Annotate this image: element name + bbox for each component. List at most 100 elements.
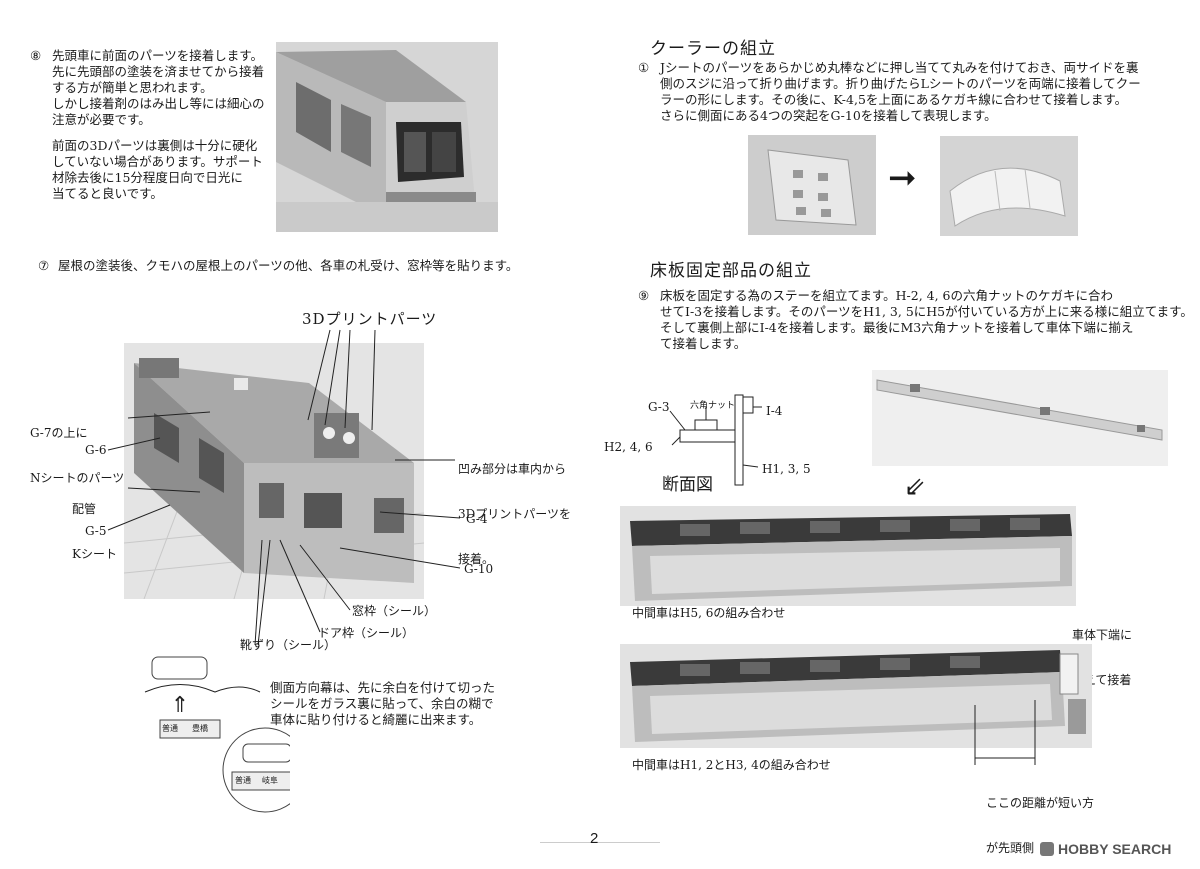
leader-line: [127, 487, 201, 493]
leader-line: [107, 504, 171, 531]
label-g3: G-3: [648, 400, 670, 414]
floor-heading: 床板固定部品の組立: [650, 261, 812, 281]
distance-markers: [974, 700, 1036, 765]
leader-line: [279, 539, 321, 633]
step1-text: Jシートのパーツをあらかじめ丸棒などに押し当てて丸みを付けておき、両サイドを裏 …: [660, 60, 1141, 124]
diagram-leader-lines: [107, 329, 461, 646]
leader-line: [299, 544, 351, 611]
sign-label-1: 普通: [162, 724, 178, 733]
stay-illustration: [872, 370, 1168, 466]
label-door-frame: ドア枠（シール）: [318, 626, 415, 640]
distance-note-line: が先頭側: [986, 841, 1035, 855]
step8-line: する方が簡単と思われます。: [52, 80, 213, 95]
sign-note-line: 車体に貼り付けると綺麗に出来ます。: [270, 712, 482, 727]
page-number: 2: [590, 830, 599, 847]
step9-text: 床板を固定する為のステーを組立てます。H-2, 4, 6の六角ナットのケガキに合…: [660, 288, 1193, 352]
label-g10: G-10: [464, 562, 494, 576]
nut-part: [694, 419, 718, 431]
step1-line: ラーの形にします。その後に、K-4,5を上面にあるケガキ線に合わせて接着します。: [660, 92, 1128, 107]
watermark-text: HOBBY SEARCH: [1058, 841, 1172, 857]
label-i4: I-4: [766, 404, 783, 418]
step7-number: ⑦: [38, 258, 50, 273]
label-h135: H1, 3, 5: [762, 462, 811, 476]
watermark-logo-icon: [1040, 842, 1054, 856]
label-g7-line: G-7の上に: [30, 426, 88, 440]
step8-note-line: 前面の3Dパーツは裏側は十分に硬化: [52, 138, 258, 153]
cooler-sheet-illustration: [748, 135, 876, 235]
label-pipe: 配管 Kシート: [72, 472, 117, 577]
label-recess-line: 凹み部分は車内から: [458, 462, 567, 476]
destination-sign-sketch: ⇑: [144, 656, 290, 813]
sign-label-4: 岐阜: [262, 776, 278, 785]
leader-line: [257, 539, 271, 646]
label-g7-line: Nシートのパーツ: [30, 471, 125, 485]
caption-chassis-1: 中間車はH5, 6の組み合わせ: [632, 606, 786, 620]
cooler-sheet-photo: [748, 135, 876, 235]
i4-part: [742, 396, 754, 414]
label-g6: G-6: [85, 443, 107, 457]
leader-line: [371, 329, 376, 431]
cross-section-diagram: [669, 394, 762, 486]
detail-circle: [222, 727, 290, 813]
right-arrow-icon: ➞: [888, 158, 917, 198]
label-h246: H2, 4, 6: [604, 440, 653, 454]
section-title: 断面図: [662, 475, 713, 495]
label-g5: G-5: [85, 524, 107, 538]
sign-sticker: [159, 719, 221, 739]
leader-line: [379, 511, 461, 519]
cooler-heading: クーラーの組立: [650, 39, 776, 59]
distance-note: ここの距離が短い方 が先頭側: [986, 766, 1094, 869]
h246-part: [679, 429, 736, 443]
leader-line: [127, 411, 211, 419]
cooler-assembled-photo: [940, 136, 1078, 236]
cooler-assembled-illustration: [940, 136, 1078, 236]
label-g7: G-7の上に Nシートのパーツ: [30, 396, 124, 501]
sign-note-line: 側面方向幕は、先に余白を付けて切った: [270, 680, 496, 695]
leader-line: [339, 547, 461, 569]
align-note-line: 車体下端に: [1072, 628, 1133, 642]
label-pipe-line: Kシート: [72, 547, 117, 561]
chassis-illustration-1: [620, 506, 1076, 606]
stay-photo: [872, 370, 1168, 466]
label-g4: G-4: [466, 512, 488, 526]
step8-line: 注意が必要です。: [52, 112, 151, 127]
sign-label-3: 普通: [235, 776, 251, 785]
detail-sticker: [231, 771, 290, 791]
stay-bar: [734, 394, 744, 486]
step8-line: 先頭車に前面のパーツを接着します。: [52, 48, 264, 63]
sign-note: 側面方向幕は、先に余白を付けて切った シールをガラス裏に貼って、余白の糊で 車体…: [270, 680, 495, 728]
3d-print-parts-title: 3Dプリントパーツ: [302, 310, 438, 328]
step9-line: せてI-3を接着します。そのパーツをH1, 3, 5にH5が付いている方が上に来…: [660, 304, 1193, 319]
step8-note-line: 当てると良いです。: [52, 186, 163, 201]
caption-chassis-2: 中間車はH1, 2とH3, 4の組み合わせ: [632, 758, 831, 772]
label-window-frame: 窓枠（シール）: [352, 604, 437, 618]
chassis-photo-2: [620, 644, 1092, 748]
leader-line: [307, 329, 331, 421]
label-hex-nut: 六角ナット: [690, 401, 736, 411]
sign-note-line: シールをガラス裏に貼って、余白の糊で: [270, 696, 494, 711]
label-recess-line: 接着。: [458, 552, 495, 566]
sign-window: [151, 656, 208, 680]
leader-line: [344, 329, 351, 429]
step8-note-line: 材除去後に15分程度日向で日光に: [52, 170, 243, 185]
step1-line: Jシートのパーツをあらかじめ丸棒などに押し当てて丸みを付けておき、両サイドを裏: [660, 60, 1139, 75]
step9-line: 床板を固定する為のステーを組立てます。H-2, 4, 6の六角ナットのケガキに合…: [660, 288, 1114, 303]
chassis-photo-1: [620, 506, 1076, 606]
chassis-illustration-2: [620, 644, 1092, 748]
leader-line: [254, 539, 263, 646]
sign-label-2: 豊橋: [192, 724, 208, 733]
step1-line: さらに側面にある4つの突起をG-10を接着して表現します。: [660, 108, 997, 123]
front-car-illustration: [276, 42, 498, 232]
step1-line: 側のスジに沿って折り曲げます。折り曲げたらLシートのパーツを両端に接着してクー: [660, 76, 1141, 91]
step8-text: 先頭車に前面のパーツを接着します。 先に先頭部の塗装を済ませてから接着 する方が…: [52, 48, 265, 202]
step9-number: ⑨: [638, 288, 650, 303]
up-arrow-icon: ⇑: [171, 693, 189, 718]
leader-line: [107, 437, 161, 451]
leader-line: [324, 329, 341, 426]
step8-note-line: していない場合があります。サポート: [52, 154, 263, 169]
label-recess: 凹み部分は車内から 3Dプリントパーツを 接着。: [458, 432, 571, 582]
step8-line: しかし接着剤のはみ出し等には細心の: [52, 96, 265, 111]
step8-number: ⑧: [30, 48, 42, 63]
body-curve: [144, 684, 261, 693]
step8-line: 先に先頭部の塗装を済ませてから接着: [52, 64, 265, 79]
